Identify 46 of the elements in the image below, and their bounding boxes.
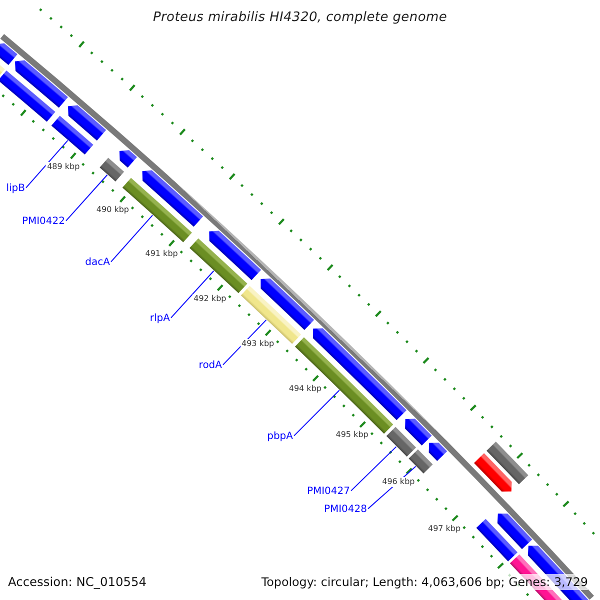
position-label: 493 kbp: [240, 338, 276, 349]
gene-label: PMI0428: [324, 504, 367, 516]
accession-text: Accession: NC_010554: [8, 574, 147, 590]
leader-line: [66, 174, 108, 222]
gene-bar: [190, 238, 248, 294]
gene-label: PMI0427: [306, 486, 350, 498]
genome-stats-text: Topology: circular; Length: 4,063,606 bp; Genes: 3,729: [261, 574, 588, 590]
gene-bar: [408, 449, 433, 474]
pointed-gene-bar: [428, 442, 448, 461]
gene-label: pbpA: [267, 431, 293, 443]
gene-bar: [486, 442, 528, 484]
pointed-gene-bar: [68, 105, 106, 141]
leader-line: [110, 214, 154, 262]
pointed-gene-bar: [14, 60, 68, 108]
pointed-gene-bar: [497, 514, 532, 550]
gene-label: lipB: [6, 183, 25, 195]
leader-line: [26, 140, 68, 188]
pointed-gene-bar: [405, 418, 432, 446]
gene-bar: [100, 158, 124, 182]
leader-line: [170, 270, 214, 318]
pointed-gene-bar: [0, 43, 18, 65]
gene-bar: [476, 518, 518, 562]
map-title: Proteus mirabilis HI4320, complete genome: [152, 10, 448, 26]
position-label: 492 kbp: [192, 294, 228, 304]
leader-line: [350, 446, 397, 492]
position-label: 496 kbp: [381, 476, 416, 487]
position-label: 497 kbp: [426, 524, 462, 534]
gene-bar: [51, 116, 94, 155]
gene-bar: [0, 70, 56, 122]
position-label: 494 kbp: [288, 384, 322, 394]
gene-label: rlpA: [150, 313, 170, 325]
gene-label: dacA: [85, 257, 110, 269]
pointed-gene-bar: [260, 278, 314, 330]
leader-line: [294, 390, 340, 436]
gene-label: rodA: [198, 360, 222, 372]
leader-line: [222, 319, 267, 366]
position-label: 491 kbp: [144, 249, 179, 260]
position-label: 490 kbp: [95, 205, 130, 216]
pointed-gene-bar: [142, 170, 204, 227]
gene-bar: [386, 426, 416, 457]
gene-label: PMI0422: [22, 216, 65, 228]
position-label: 495 kbp: [334, 430, 370, 440]
pointed-gene-bar: [209, 230, 262, 280]
pointed-gene-bar: [119, 150, 137, 168]
pointed-gene-bar: [474, 453, 512, 492]
position-label: 489 kbp: [46, 162, 81, 172]
